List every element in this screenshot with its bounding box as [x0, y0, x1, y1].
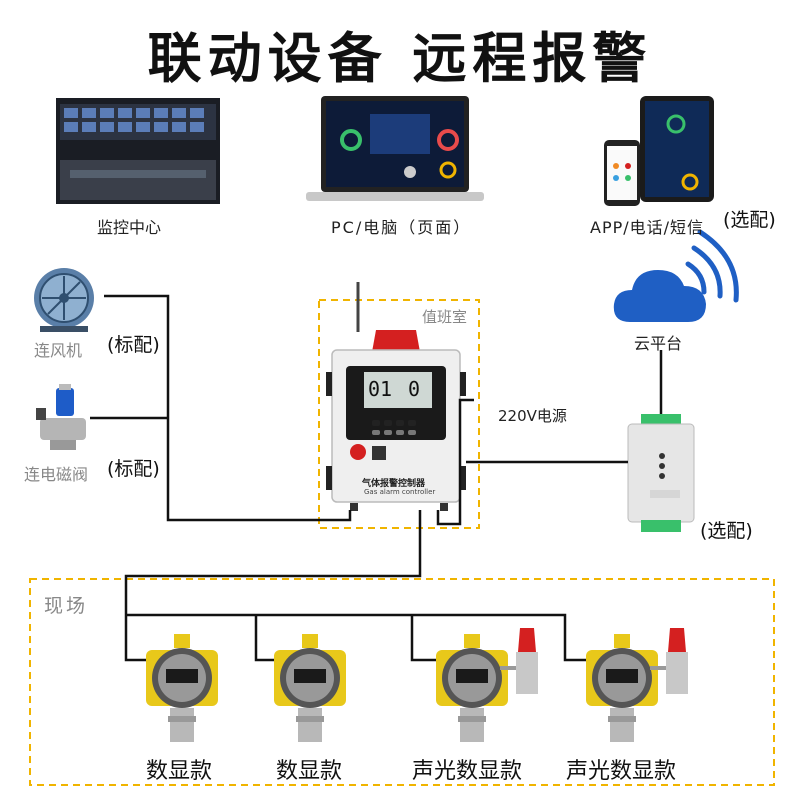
gas-detector-4: [586, 628, 688, 742]
pc-label: PC/电脑（页面）: [331, 218, 472, 237]
controller-display-left: 01: [368, 377, 393, 401]
transmission-module: [627, 414, 695, 532]
fan-label: 连风机: [34, 341, 83, 360]
module-note: (选配): [700, 520, 753, 542]
gas-detector-3: [436, 628, 538, 742]
detector-label-4: 声光数显款: [566, 759, 677, 784]
solenoid-valve-image: [36, 384, 86, 450]
duty-room-label: 值班室: [422, 308, 468, 326]
page-title: 联动设备 远程报警: [147, 27, 653, 90]
gas-detector-2: [274, 634, 346, 742]
mobile-devices-image: [604, 96, 714, 206]
fan-image: [34, 268, 94, 332]
detector-label-2: 数显款: [276, 759, 343, 784]
power-label: 220V电源: [498, 407, 567, 425]
wiring: [90, 294, 663, 662]
controller-display-right: 0: [408, 377, 421, 401]
valve-label: 连电磁阀: [24, 465, 89, 484]
detector-label-3: 声光数显款: [412, 759, 523, 784]
site-border: [29, 578, 775, 786]
duty-room-border: [318, 299, 480, 529]
cloud-label: 云平台: [634, 334, 683, 353]
app-label: APP/电话/短信: [590, 218, 705, 237]
gas-detector-1: [146, 634, 218, 742]
fan-note: (标配): [107, 334, 160, 356]
monitoring-center-image: [56, 98, 220, 204]
valve-note: (标配): [107, 458, 160, 480]
laptop-image: [306, 96, 484, 201]
monitoring-center-label: 监控中心: [97, 218, 162, 237]
app-note: (选配): [723, 209, 776, 231]
detectors-group: [146, 628, 688, 742]
controller-name-en: Gas alarm controller: [364, 488, 436, 496]
controller-name-cn: 气体报警控制器: [362, 479, 426, 489]
detector-label-1: 数显款: [146, 759, 213, 784]
cloud-platform-icon: [613, 229, 739, 322]
site-label: 现场: [44, 595, 89, 617]
